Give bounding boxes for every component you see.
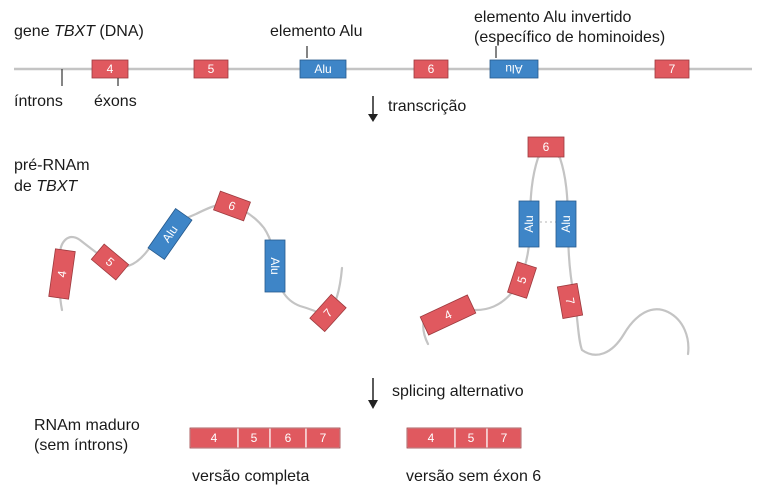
pre-mrna-right-alu-inverted: Alu — [555, 200, 577, 248]
full-version-caption: versão completa — [192, 468, 309, 485]
alu-element-label: elemento Alu — [270, 23, 363, 40]
mrna-full-exon-5: 5 — [251, 431, 258, 445]
dna-exon-4: 4 — [91, 59, 129, 79]
pre-mrna-left-exon-4: 4 — [48, 248, 76, 300]
svg-text:5: 5 — [208, 62, 215, 76]
pre-mrna-right-exon-5: 5 — [507, 261, 537, 299]
pre-mrna-left-alu: Alu — [147, 208, 193, 260]
mrna-skip-exon-7: 7 — [501, 431, 508, 445]
pre-mrna-left-exon-7: 7 — [309, 293, 347, 333]
gene-label: gene TBXT (DNA) — [14, 23, 144, 40]
mrna-full-exon-4: 4 — [211, 431, 218, 445]
pre-mrna-right-exon-4: 4 — [419, 294, 477, 336]
dna-alu-inverted: Alu — [489, 59, 539, 79]
pre-mrna-right-exon-7: 7 — [556, 283, 584, 319]
transcription-label: transcrição — [388, 98, 466, 115]
inverted-alu-sublabel: (específico de hominoides) — [474, 29, 665, 46]
svg-text:7: 7 — [563, 296, 578, 305]
svg-text:6: 6 — [428, 62, 435, 76]
svg-text:6: 6 — [226, 198, 237, 214]
dna-exon-6: 6 — [413, 59, 449, 79]
mature-mrna-label: RNAm maduro — [34, 417, 140, 434]
pre-mrna-left-exon-5: 5 — [90, 243, 130, 281]
dna-alu: Alu — [299, 59, 347, 79]
svg-text:Alu: Alu — [268, 257, 282, 274]
svg-text:5: 5 — [514, 274, 529, 285]
splicing-arrowhead — [368, 400, 378, 409]
pre-mrna-label: pré-RNAm — [14, 157, 90, 174]
mrna-full-exon-7: 7 — [320, 431, 327, 445]
svg-text:6: 6 — [543, 140, 550, 154]
alt-splicing-label: splicing alternativo — [392, 383, 524, 400]
pre-mrna-right-exon-6: 6 — [527, 136, 565, 158]
pre-mrna-right-alu: Alu — [518, 200, 540, 248]
mrna-skip-exon-4: 4 — [428, 431, 435, 445]
transcription-arrowhead — [368, 114, 378, 122]
svg-text:7: 7 — [669, 62, 676, 76]
svg-text:Alu: Alu — [522, 215, 536, 232]
introns-label: íntrons — [14, 93, 63, 110]
exons-label: éxons — [94, 93, 137, 110]
mrna-skip-version: 4 5 7 — [406, 427, 522, 449]
svg-text:Alu: Alu — [559, 215, 573, 232]
pre-mrna-left-alu-inverted: Alu — [264, 239, 286, 293]
svg-text:4: 4 — [107, 62, 114, 76]
mrna-full-exon-6: 6 — [285, 431, 292, 445]
svg-text:Alu: Alu — [314, 62, 331, 76]
skip-version-caption: versão sem éxon 6 — [406, 468, 541, 485]
dna-exon-5: 5 — [193, 59, 229, 79]
mrna-full-version: 4 5 6 7 — [189, 427, 341, 449]
mature-mrna-sublabel: (sem íntrons) — [34, 437, 128, 454]
inverted-alu-label: elemento Alu invertido — [474, 9, 632, 26]
svg-text:Alu: Alu — [505, 62, 522, 76]
svg-text:4: 4 — [55, 269, 70, 278]
pre-mrna-gene-label: de TBXT — [14, 178, 78, 195]
dna-exon-7: 7 — [654, 59, 690, 79]
mrna-skip-exon-5: 5 — [468, 431, 475, 445]
pre-mrna-right-strand — [422, 150, 690, 356]
pre-mrna-left-exon-6: 6 — [213, 190, 251, 222]
